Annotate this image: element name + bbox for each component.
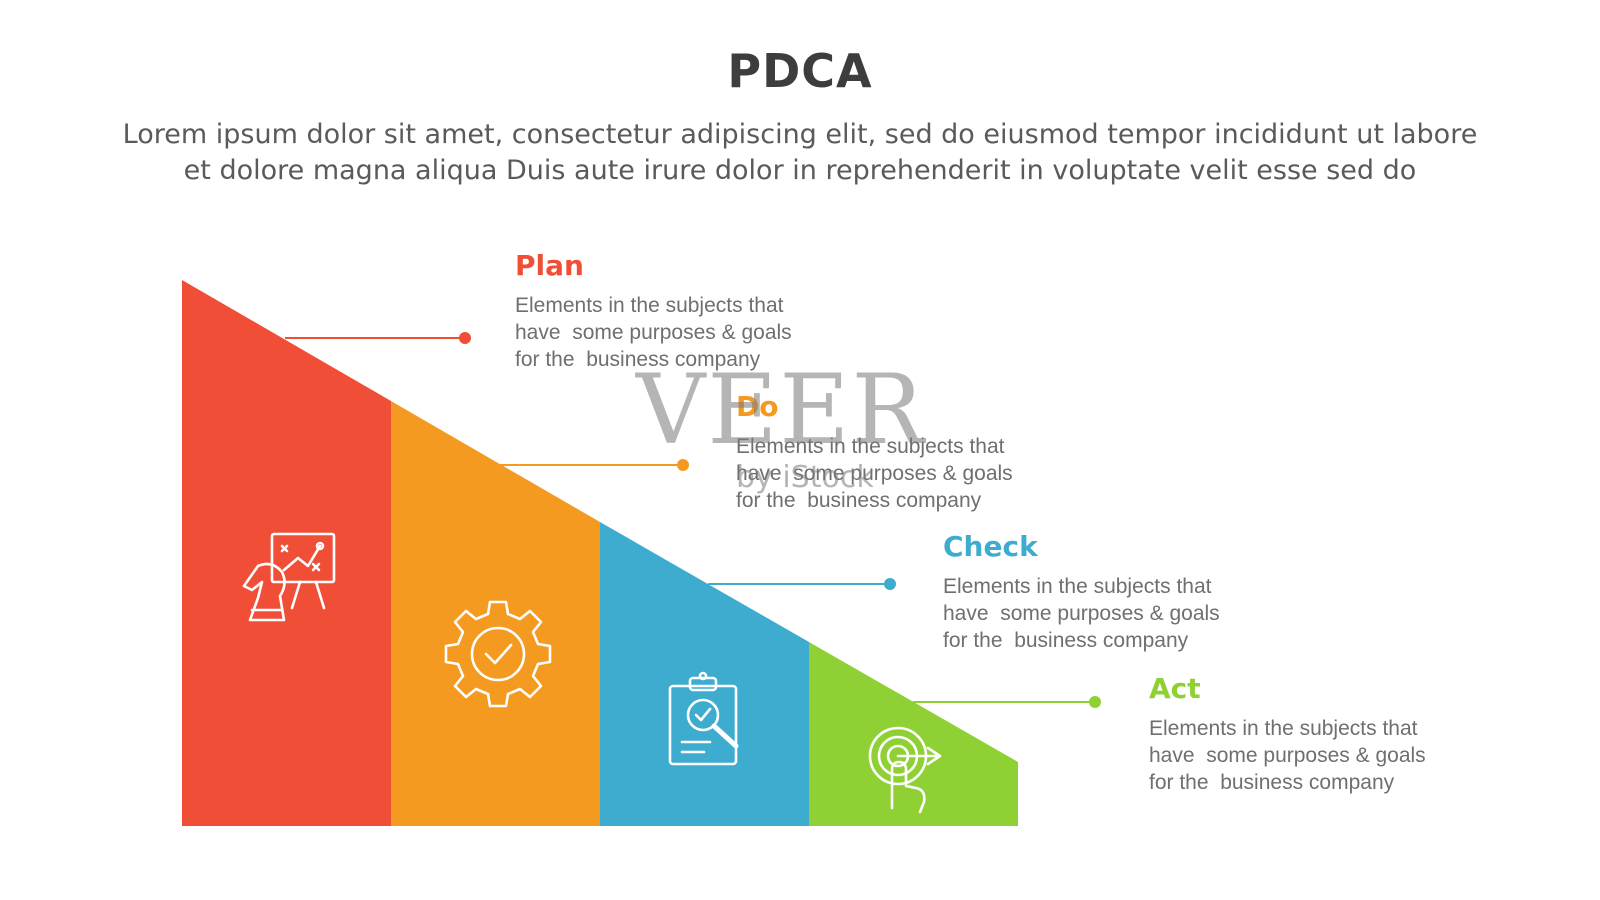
gear-check-icon [444,600,552,708]
segment-do [391,401,600,826]
step-desc-plan: Elements in the subjects that have some … [515,292,815,373]
clipboard-magnifier-check-icon [668,671,739,766]
strategy-board-chess-knight-icon [242,532,336,622]
step-desc-act: Elements in the subjects that have some … [1149,715,1449,796]
step-desc-line: Elements in the subjects that [943,575,1212,598]
step-desc-line: have some purposes & goals [515,321,792,344]
step-desc-line: for the business company [943,629,1189,652]
step-desc-line: Elements in the subjects that [515,294,784,317]
step-title-check: Check [943,530,1038,563]
step-desc-line: Elements in the subjects that [1149,717,1418,740]
page-subtitle: Lorem ipsum dolor sit amet, consectetur … [60,117,1540,189]
step-desc-line: have some purposes & goals [1149,744,1426,767]
step-check: Check Elements in the subjects that have… [943,531,1243,654]
step-title-do: Do [736,390,779,423]
segment-plan [182,280,391,826]
step-desc-line: for the business company [1149,771,1395,794]
step-act: Act Elements in the subjects that have s… [1149,673,1449,796]
subtitle-line-2: et dolore magna aliqua Duis aute irure d… [183,155,1417,186]
step-desc-do: Elements in the subjects that have some … [736,433,1036,514]
step-title-plan: Plan [515,249,584,282]
step-desc-check: Elements in the subjects that have some … [943,573,1243,654]
step-desc-line: Elements in the subjects that [736,435,1005,458]
step-desc-line: have some purposes & goals [943,602,1220,625]
step-desc-line: for the business company [515,348,761,371]
step-desc-line: have some purposes & goals [736,462,1013,485]
step-plan: Plan Elements in the subjects that have … [515,250,815,373]
page-title: PDCA [727,44,873,98]
connector-dot-plan [459,332,471,344]
step-do: Do Elements in the subjects that have so… [736,391,1036,514]
target-hand-icon [868,726,942,814]
connector-dot-check [884,578,896,590]
connector-dot-do [677,459,689,471]
subtitle-line-1: Lorem ipsum dolor sit amet, consectetur … [122,119,1478,150]
connector-dot-act [1089,696,1101,708]
step-title-act: Act [1149,672,1201,705]
step-desc-line: for the business company [736,489,982,512]
